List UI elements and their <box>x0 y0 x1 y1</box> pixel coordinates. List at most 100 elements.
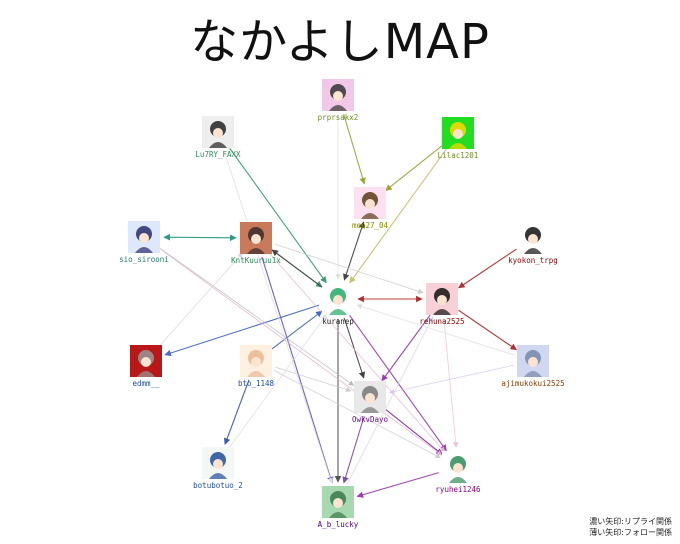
yellow-mascot-avatar-face <box>453 129 463 139</box>
sketch-avatar-face <box>213 128 223 138</box>
edge-kuranep-KntKuuruu1x <box>271 249 323 288</box>
chibi-girl-avatar-face <box>333 91 343 101</box>
legend-light-arrow: 薄い矢印:フォロー関係 <box>589 528 672 537</box>
wing-avatar-body <box>449 477 467 483</box>
edge-sio_sirooni-OwkvDayo <box>160 248 355 386</box>
anime-girl-avatar-body <box>135 247 153 253</box>
edges-group <box>158 114 518 498</box>
anime-girl-avatar-face <box>139 233 149 243</box>
photo-avatar-face <box>251 234 261 244</box>
brown-hair-avatar-face <box>365 199 375 209</box>
edge-rehuna2525-ajimukokui2525 <box>458 309 518 351</box>
node-label: Lu7RY_FAXX <box>195 150 241 159</box>
node-bto_1148[interactable]: bto_1148 <box>238 345 275 388</box>
edge-Lilac1201-kuranep <box>349 148 447 284</box>
edge-OwkvDayo-ryuhei1246 <box>385 409 443 455</box>
letter-b-avatar-body <box>209 473 227 479</box>
node-label: bto_1148 <box>238 379 275 388</box>
node-label: kyokon_trpg <box>508 256 558 265</box>
node-kuranep[interactable]: kuranep <box>322 283 354 326</box>
wing-avatar-face <box>453 463 463 473</box>
edge-edmm__-KntKuuruu1x <box>158 252 244 347</box>
node-KntKuuruu1x[interactable]: KntKuuruu1x <box>231 222 281 265</box>
yellow-mascot-avatar-body <box>449 143 467 149</box>
machine-avatar-face <box>528 357 538 367</box>
node-A_b_lucky[interactable]: A_b_lucky <box>318 486 359 529</box>
chibi-girl-avatar-body <box>329 105 347 111</box>
green-figure-avatar-body <box>329 512 347 518</box>
edge-Lu7RY_FAXX-A_b_lucky <box>223 150 333 484</box>
edge-sio_sirooni-ryuhei1246 <box>159 248 443 456</box>
car-avatar-face <box>141 357 151 367</box>
sketch-girl-avatar-face <box>251 357 261 367</box>
node-label: kuranep <box>322 317 354 326</box>
edge-botubotuo_2-kuranep <box>229 314 327 448</box>
page-title: なかよしMAP <box>190 14 490 70</box>
edge-prprsakx2-mep27_04 <box>343 114 366 185</box>
edge-bto_1148-ryuhei1246 <box>273 369 441 459</box>
node-label: botubotuo_2 <box>193 481 243 490</box>
node-kyokon_trpg[interactable]: kyokon_trpg <box>508 222 558 265</box>
node-label: ryuhei1246 <box>435 485 481 494</box>
node-label: sio_sirooni <box>119 255 169 264</box>
node-label: Lilac1201 <box>438 151 479 160</box>
node-mep27_04[interactable]: mep27_04 <box>352 187 389 230</box>
edge-A_b_lucky-rehuna2525 <box>346 316 434 485</box>
green-hair-avatar-body <box>329 309 347 315</box>
edge-OwkvDayo-A_b_lucky <box>342 415 365 484</box>
edge-rehuna2525-ryuhei1246 <box>443 318 459 448</box>
black-hair-avatar-face <box>528 234 538 244</box>
photo-avatar-body <box>247 248 265 254</box>
node-sio_sirooni[interactable]: sio_sirooni <box>119 221 169 264</box>
green-hair-avatar-face <box>333 295 343 305</box>
node-label: edmm__ <box>132 379 160 388</box>
node-label: OwkvDayo <box>352 415 389 424</box>
node-ryuhei1246[interactable]: ryuhei1246 <box>435 451 481 494</box>
edge-kyokon_trpg-rehuna2525 <box>458 248 517 289</box>
letter-b-avatar-face <box>213 459 223 469</box>
edge-ajimukokui2525-kuranep <box>356 303 515 356</box>
car-avatar-body <box>137 371 155 377</box>
sketch-avatar-body <box>209 142 227 148</box>
edge-bto_1148-botubotuo_2 <box>223 379 250 445</box>
edge-KntKuuruu1x-rehuna2525 <box>274 243 424 294</box>
node-label: mep27_04 <box>352 221 389 230</box>
green-figure-avatar-face <box>333 498 343 508</box>
tools-avatar-body <box>361 407 379 413</box>
machine-avatar-body <box>524 371 542 377</box>
node-label: KntKuuruu1x <box>231 256 281 265</box>
node-ajimukokui2525[interactable]: ajimukokui2525 <box>501 345 565 388</box>
edge-KntKuuruu1x-A_b_lucky <box>261 256 334 484</box>
node-label: prprsakx2 <box>318 113 359 122</box>
node-botubotuo_2[interactable]: botubotuo_2 <box>193 447 243 490</box>
edge-kuranep-ryuhei1246 <box>349 314 447 452</box>
node-Lilac1201[interactable]: Lilac1201 <box>438 117 479 160</box>
dark-hair-girl-avatar-body <box>433 309 451 315</box>
node-OwkvDayo[interactable]: OwkvDayo <box>352 381 389 424</box>
black-hair-avatar-body <box>524 248 542 254</box>
edge-Lilac1201-mep27_04 <box>385 145 443 191</box>
node-label: ajimukokui2525 <box>501 379 564 388</box>
node-rehuna2525[interactable]: rehuna2525 <box>419 283 465 326</box>
tools-avatar-face <box>365 393 375 403</box>
node-edmm__[interactable]: edmm__ <box>130 345 162 388</box>
edge-kuranep-edmm__ <box>164 304 320 357</box>
legend: 濃い矢印:リプライ関係 薄い矢印:フォロー関係 <box>589 516 672 538</box>
edge-kuranep-OwkvDayo <box>343 317 366 379</box>
edge-Lu7RY_FAXX-kuranep <box>229 147 327 284</box>
edge-bto_1148-OwkvDayo <box>274 366 352 393</box>
node-prprsakx2[interactable]: prprsakx2 <box>318 79 359 122</box>
node-Lu7RY_FAXX[interactable]: Lu7RY_FAXX <box>195 116 241 159</box>
legend-dark-arrow: 濃い矢印:リプライ関係 <box>589 517 672 526</box>
sketch-girl-avatar-body <box>247 371 265 377</box>
edge-KntKuuruu1x-ryuhei1246 <box>268 252 446 453</box>
edge-bto_1148-kuranep <box>271 310 323 350</box>
edge-ajimukokui2525-OwkvDayo <box>389 364 514 395</box>
node-label: A_b_lucky <box>318 520 359 529</box>
node-label: rehuna2525 <box>419 317 464 326</box>
edge-ryuhei1246-A_b_lucky <box>356 472 439 498</box>
brown-hair-avatar-body <box>361 213 379 219</box>
edge-mep27_04-kuranep <box>343 221 365 281</box>
